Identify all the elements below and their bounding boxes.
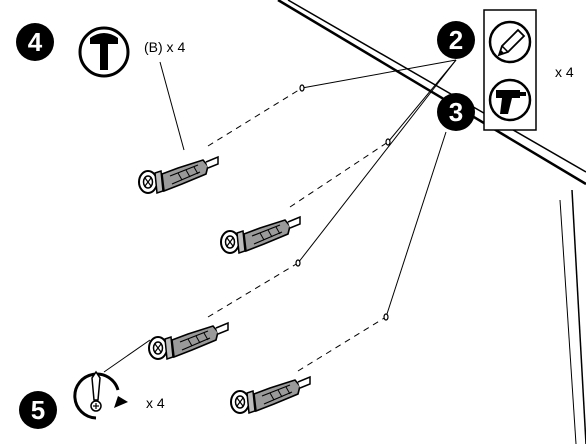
mark-drill-quantity: x 4 <box>555 64 574 80</box>
hammer-icon <box>78 26 130 78</box>
step-4-badge: 4 <box>16 23 54 61</box>
wall-anchor <box>220 216 301 254</box>
wall-anchor <box>230 376 311 414</box>
screwdriver-rotate-icon <box>73 370 128 420</box>
drill-hole <box>385 138 391 146</box>
wall-outline <box>277 0 586 444</box>
wall-anchor <box>138 156 219 194</box>
screw-quantity: x 4 <box>146 395 165 411</box>
drill-hole <box>383 313 389 321</box>
svg-text:2: 2 <box>449 25 463 55</box>
insertion-paths <box>207 87 389 372</box>
step-5-badge: 5 <box>19 391 57 429</box>
step-2-badge: 2 <box>437 21 475 59</box>
drill-hole <box>295 259 301 267</box>
wall-anchor <box>148 322 229 360</box>
svg-text:4: 4 <box>28 27 43 57</box>
drill-hole <box>299 84 305 92</box>
drill-hole-marks <box>295 84 391 321</box>
svg-text:3: 3 <box>449 97 463 127</box>
hammer-quantity: (B) x 4 <box>144 39 185 55</box>
pencil-icon <box>488 20 532 64</box>
step-3-badge: 3 <box>437 93 475 131</box>
leader-lines <box>103 59 457 373</box>
svg-text:5: 5 <box>31 395 45 425</box>
drill-icon <box>488 78 532 122</box>
